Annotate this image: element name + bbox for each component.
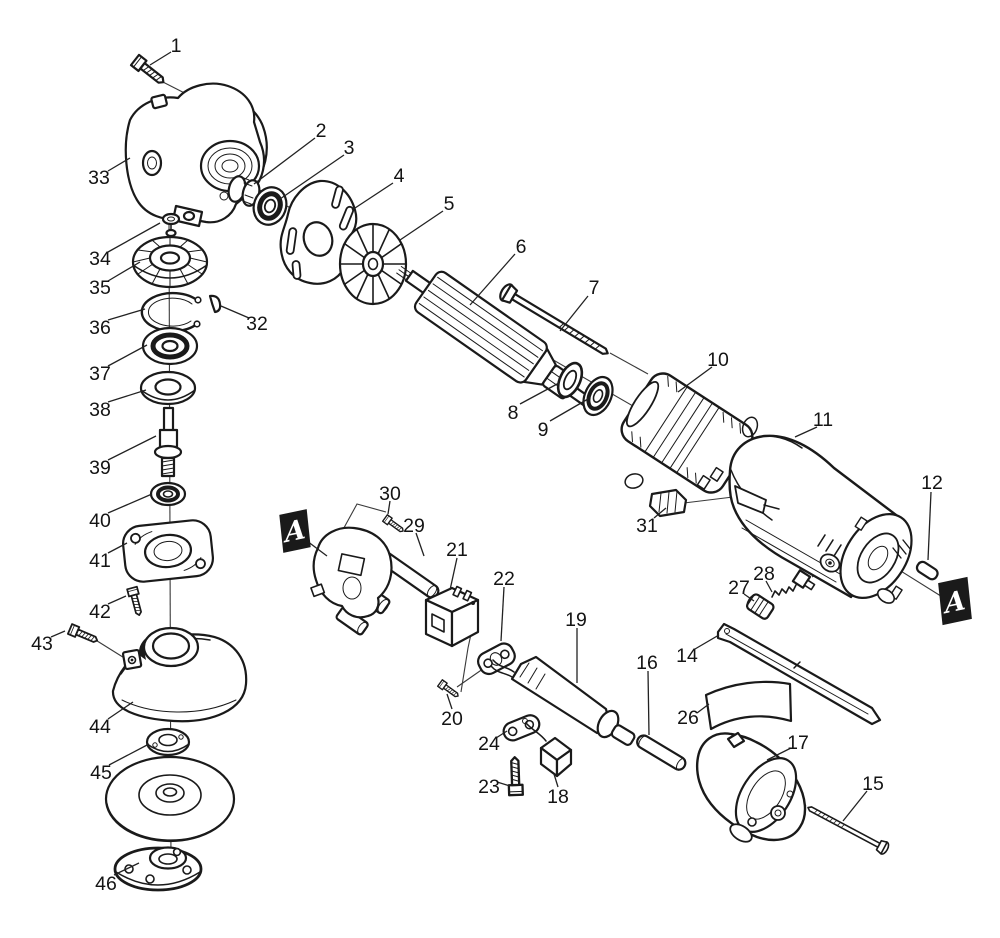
part-lock-nut-46 <box>113 846 203 892</box>
part-plate-24 <box>502 714 541 742</box>
part-ball-bearing-9 <box>582 375 614 417</box>
part-grinding-wheel <box>104 755 236 843</box>
callout-20-label: 20 <box>441 708 463 730</box>
part-baffle-plate-4 <box>279 179 358 285</box>
callout-8-label: 8 <box>508 402 519 424</box>
part-inner-flange-45 <box>145 727 191 757</box>
callout-2-label: 2 <box>316 120 327 142</box>
callout-31-label: 31 <box>636 515 658 537</box>
part-pan-head-screw-1 <box>129 53 169 89</box>
callout-29-label: 29 <box>403 515 425 537</box>
part-bevel-gear-35 <box>131 235 209 289</box>
part-spindle-39 <box>153 406 183 478</box>
part-screw-20 <box>436 679 462 701</box>
section-marker-a-left: A <box>279 509 311 553</box>
callout-3-label: 3 <box>344 137 355 159</box>
part-plate-22 <box>477 642 516 676</box>
callout-16-label: 16 <box>636 652 658 674</box>
callout-37-label: 37 <box>89 363 111 385</box>
callout-44-label: 44 <box>89 716 111 738</box>
part-flat-washer-38 <box>139 370 197 406</box>
section-marker-a-right-box <box>938 576 972 626</box>
part-bearing-40 <box>149 481 187 507</box>
part-screw-23 <box>506 755 524 797</box>
part-wheel-guard-44 <box>111 626 248 723</box>
part-label-26 <box>704 680 793 731</box>
callout-39-label: 39 <box>89 457 111 479</box>
part-cord-strain-relief-19 <box>490 655 636 746</box>
callout-21-label: 21 <box>446 539 468 561</box>
part-switch-21 <box>424 585 480 648</box>
part-rubber-ring-8 <box>556 361 584 399</box>
callout-7-label: 7 <box>589 277 600 299</box>
callout-14-label: 14 <box>676 645 698 667</box>
part-retaining-ring-36 <box>140 291 202 333</box>
part-rear-cover-17 <box>696 731 807 843</box>
part-tube-16 <box>636 734 687 771</box>
callout-5-label: 5 <box>444 193 455 215</box>
part-brush-holder-complete <box>310 526 393 636</box>
callout-6-label: 6 <box>516 236 527 258</box>
part-screw-15 <box>804 800 892 857</box>
part-ball-bearing-37 <box>141 326 199 366</box>
callout-19-label: 19 <box>565 609 587 631</box>
part-bar-14 <box>716 622 882 726</box>
callout-30-label: 30 <box>379 483 401 505</box>
leader-lines <box>50 51 932 876</box>
callout-42-label: 42 <box>89 601 111 623</box>
callout-26-label: 26 <box>677 707 699 729</box>
section-marker-a-left-box <box>279 509 311 553</box>
callout-43-label: 43 <box>31 633 53 655</box>
callout-10-label: 10 <box>707 349 729 371</box>
callout-11-label: 11 <box>813 409 833 431</box>
callout-32-label: 32 <box>246 313 268 335</box>
callout-17-label: 17 <box>787 732 809 754</box>
callout-4-label: 4 <box>394 165 405 187</box>
part-fan-5 <box>338 222 408 306</box>
callout-18-label: 18 <box>547 786 569 808</box>
callout-38-label: 38 <box>89 399 111 421</box>
callout-12-label: 12 <box>921 472 943 494</box>
callout-34-label: 34 <box>89 248 111 270</box>
part-pinion-gear-2 <box>227 175 267 207</box>
part-brush-spring-28 <box>771 569 816 598</box>
part-gear-housing-33 <box>124 82 268 228</box>
callout-9-label: 9 <box>538 419 549 441</box>
callout-45-label: 45 <box>90 762 112 784</box>
callout-46-label: 46 <box>95 873 117 895</box>
part-carbon-brush-18 <box>522 718 573 778</box>
part-field-stator-10 <box>620 372 759 494</box>
part-ball-bearing-3 <box>252 186 288 226</box>
part-clamp-screw-43 <box>67 623 101 647</box>
callout-24-label: 24 <box>478 733 500 755</box>
part-screw-30 <box>381 514 407 536</box>
part-lever-31 <box>648 488 688 518</box>
callout-labels: 1 2 3 4 5 6 7 8 9 10 11 12 14 15 16 17 1… <box>31 35 943 895</box>
callout-15-label: 15 <box>862 773 884 795</box>
callout-27-label: 27 <box>728 577 750 599</box>
part-bearing-box-41 <box>121 519 215 583</box>
callout-23-label: 23 <box>478 776 500 798</box>
callout-1-label: 1 <box>171 35 182 57</box>
part-washer-34 <box>161 212 181 238</box>
callout-33-label: 33 <box>88 167 110 189</box>
callout-40-label: 40 <box>89 510 111 532</box>
part-pin-12 <box>915 560 939 581</box>
callout-36-label: 36 <box>89 317 111 339</box>
part-screw-42 <box>126 585 146 618</box>
callout-28-label: 28 <box>753 563 775 585</box>
part-key-32 <box>208 294 222 314</box>
callout-35-label: 35 <box>89 277 111 299</box>
section-marker-a-right: A <box>938 576 972 626</box>
callout-22-label: 22 <box>493 568 515 590</box>
part-motor-housing-11 <box>728 434 913 604</box>
callout-41-label: 41 <box>89 550 111 572</box>
